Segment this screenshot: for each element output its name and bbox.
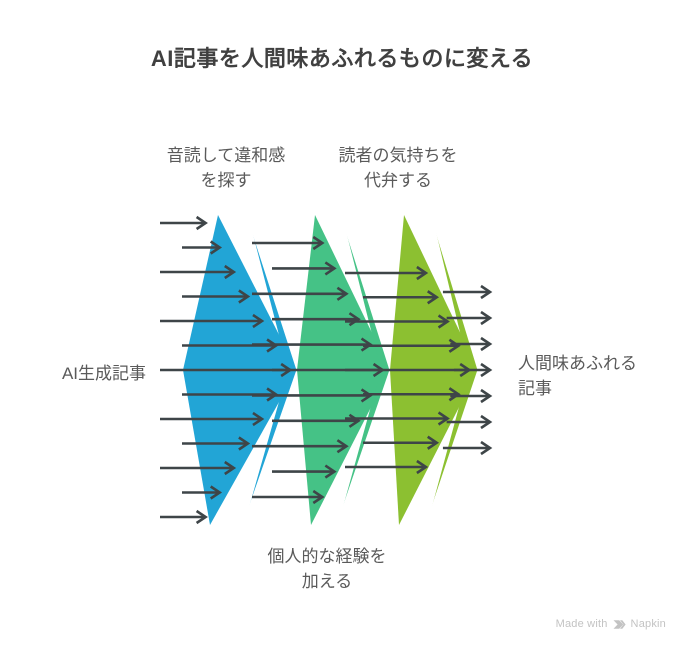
flow-arrow-head — [238, 436, 251, 451]
flow-arrow-head — [209, 240, 223, 255]
flow-arrow-head — [209, 485, 223, 500]
flow-arrow-head — [312, 235, 325, 251]
flow-arrow-head — [480, 388, 493, 404]
flow-arrow-head — [348, 312, 361, 327]
flow-arrow-head — [426, 290, 440, 305]
napkin-logo-icon — [613, 619, 626, 630]
flow-arrow-head — [336, 286, 349, 301]
flow-arrow-head — [195, 215, 208, 231]
flow-arrow-head — [252, 411, 265, 427]
flow-arrow-head — [416, 265, 429, 281]
flow-arrow-head — [480, 284, 493, 300]
page-title: AI記事を人間味あふれるものに変える — [150, 46, 534, 71]
flow-arrow-head — [348, 413, 361, 428]
output-label: 人間味あふれる 記事 — [518, 354, 637, 398]
flow-arrow-head — [336, 439, 349, 454]
flow-arrow-head — [480, 310, 493, 326]
flow-arrow-head — [448, 338, 461, 353]
flow-arrow-head — [224, 264, 237, 280]
flow-arrow-head — [437, 411, 450, 426]
flow-arrow-head — [312, 489, 325, 505]
flow-arrow-head — [224, 460, 237, 476]
flow-arrow-head — [252, 313, 265, 329]
flow-arrow-head — [480, 440, 493, 456]
flow-arrow-head — [238, 289, 251, 304]
flow-arrow-head — [426, 435, 440, 450]
watermark: Made with Napkin — [556, 618, 666, 630]
flow-arrows — [160, 215, 493, 525]
watermark-brand: Napkin — [630, 618, 666, 630]
flow-arrow-head — [480, 414, 493, 430]
watermark-prefix: Made with — [555, 618, 608, 630]
stage-caption-1: 音読して違和感 を探す — [166, 146, 286, 190]
flow-arrow-head — [324, 464, 337, 479]
flow-arrow-head — [448, 387, 461, 402]
flow-arrow-head — [324, 261, 337, 276]
flow-arrow-head — [195, 509, 208, 525]
stage-caption-3: 読者の気持ちを 代弁する — [338, 146, 458, 190]
flow-arrow-head — [416, 459, 429, 475]
input-label: AI生成記事 — [61, 364, 146, 383]
stage-caption-2: 個人的な経験を 加える — [267, 547, 387, 591]
flow-arrow-head — [480, 336, 493, 352]
flow-arrow-head — [437, 314, 450, 329]
flow-arrow-head — [480, 362, 493, 378]
